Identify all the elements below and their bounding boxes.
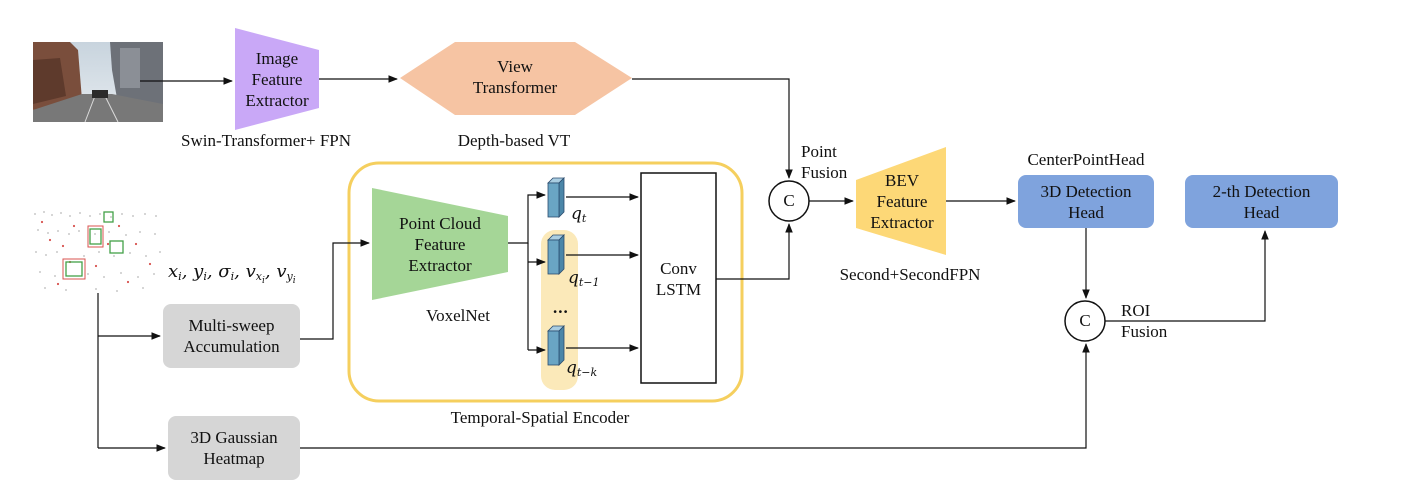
connectors — [97, 75, 1269, 452]
detection-head-3d-caption: CenterPointHead — [1027, 150, 1145, 169]
feature-cube-qt — [547, 177, 565, 218]
detection-head-3d-label: 3D Detection Head — [1040, 182, 1132, 222]
image-feature-extractor-shape — [235, 28, 319, 130]
temporal-spatial-encoder-box — [347, 161, 744, 403]
point-fusion-symbol: C — [783, 191, 795, 210]
gaussian-heatmap-box — [168, 416, 300, 480]
point-cloud-image — [30, 208, 165, 293]
camera-image — [33, 42, 163, 123]
bev-feature-extractor-shape — [856, 147, 946, 255]
gaussian-heatmap-label: 3D Gaussian Heatmap — [190, 428, 278, 468]
conv-lstm-box — [640, 172, 717, 384]
point-fusion-label: Point Fusion — [801, 142, 848, 182]
point-cloud-feature-extractor-shape — [372, 188, 508, 300]
feature-label-qt: qt — [571, 204, 587, 225]
multi-sweep-accumulation-label: Multi-sweep Accumulation — [183, 316, 280, 356]
view-transformer-shape — [400, 42, 632, 115]
point-attributes-formula: xi, yi, σi, vxi, vyi — [168, 261, 296, 287]
point-cloud-feature-extractor-caption: VoxelNet — [426, 306, 490, 325]
multi-sweep-accumulation-box — [163, 304, 300, 368]
detection-head-2th-box — [1185, 175, 1338, 228]
roi-fusion-label: ROI Fusion — [1121, 301, 1168, 341]
temporal-spatial-encoder-caption: Temporal-Spatial Encoder — [450, 408, 630, 427]
feature-label-qt-minus-1: qt−1 — [568, 268, 600, 289]
bev-feature-extractor-caption: Second+SecondFPN — [839, 265, 981, 284]
bev-feature-extractor-label: BEV Feature Extractor — [870, 171, 934, 232]
feature-label-qt-minus-k: qt−k — [566, 358, 598, 379]
feature-cube-qt-minus-1 — [547, 234, 565, 275]
detection-head-3d-box — [1018, 175, 1154, 228]
detection-head-2th-label: 2-th Detection Head — [1212, 182, 1311, 222]
conv-lstm-label: Conv LSTM — [655, 259, 702, 299]
point-cloud-feature-extractor-label: Point Cloud Feature Extractor — [399, 214, 481, 275]
feature-cube-qt-minus-k — [547, 325, 565, 366]
view-transformer-label: View Transformer — [472, 57, 558, 97]
feature-ellipsis: ... — [553, 298, 569, 317]
image-feature-extractor-caption: Swin-Transformer+ FPN — [181, 131, 351, 150]
roi-fusion-symbol: C — [1079, 311, 1091, 330]
image-feature-extractor-label: Image Feature Extractor — [245, 49, 309, 110]
view-transformer-caption: Depth-based VT — [457, 131, 571, 150]
